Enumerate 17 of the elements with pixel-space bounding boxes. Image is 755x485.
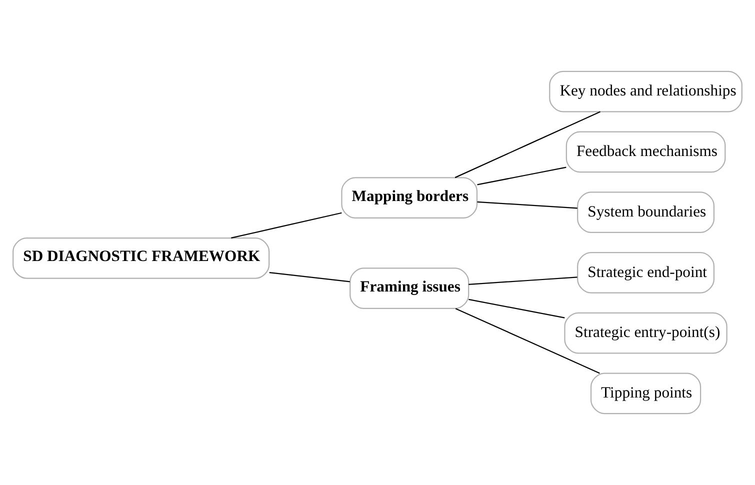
node-box: Tipping points [590, 372, 702, 414]
node-box: Strategic entry-point(s) [564, 312, 728, 354]
node-box: Feedback mechanisms [566, 131, 726, 173]
connector [468, 298, 565, 318]
connector [269, 272, 350, 282]
node-box: System boundaries [577, 192, 715, 233]
node-box: Mapping borders [341, 177, 478, 218]
connector [231, 212, 342, 238]
node-box: SD DIAGNOSTIC FRAMEWORK [12, 237, 270, 279]
connector [477, 201, 578, 209]
connector [454, 111, 600, 178]
node-box: Framing issues [350, 268, 470, 309]
connector [468, 276, 578, 285]
node-box: Key nodes and relationships [549, 70, 742, 112]
connector [455, 308, 600, 374]
node-box: Strategic end-point [577, 252, 715, 294]
connector [477, 166, 566, 186]
